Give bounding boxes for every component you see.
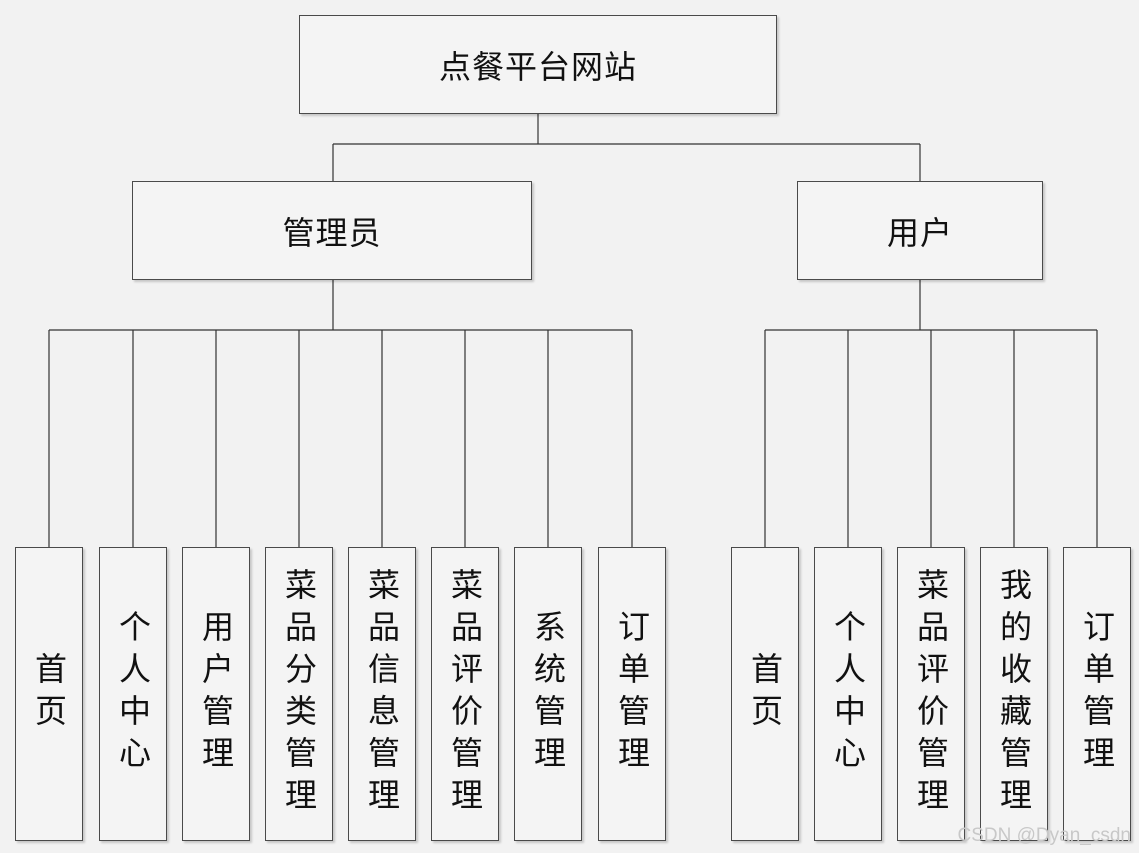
role-node-user-label: 用户 bbox=[886, 213, 953, 252]
admin-module-label: 首页 bbox=[30, 652, 68, 736]
admin-module-label: 菜品分类管理 bbox=[280, 568, 318, 820]
user-module-label: 我的收藏管理 bbox=[995, 568, 1033, 820]
user-module-node: 菜品评价管理 bbox=[897, 547, 965, 841]
admin-module-node: 个人中心 bbox=[99, 547, 167, 841]
root-node-label: 点餐平台网站 bbox=[438, 47, 637, 86]
root-node: 点餐平台网站 bbox=[299, 15, 777, 114]
admin-module-label: 系统管理 bbox=[529, 610, 567, 778]
role-node-admin-label: 管理员 bbox=[282, 213, 382, 252]
admin-module-label: 个人中心 bbox=[114, 610, 152, 778]
admin-module-node: 用户管理 bbox=[182, 547, 250, 841]
user-module-node: 订单管理 bbox=[1063, 547, 1131, 841]
admin-module-label: 用户管理 bbox=[197, 610, 235, 778]
user-module-label: 首页 bbox=[746, 652, 784, 736]
role-node-admin: 管理员 bbox=[132, 181, 532, 280]
admin-module-label: 菜品信息管理 bbox=[363, 568, 401, 820]
user-module-node: 个人中心 bbox=[814, 547, 882, 841]
admin-module-node: 系统管理 bbox=[514, 547, 582, 841]
user-module-label: 个人中心 bbox=[829, 610, 867, 778]
admin-module-node: 首页 bbox=[15, 547, 83, 841]
admin-module-node: 菜品信息管理 bbox=[348, 547, 416, 841]
role-node-user: 用户 bbox=[797, 181, 1043, 280]
user-module-node: 首页 bbox=[731, 547, 799, 841]
admin-module-node: 菜品评价管理 bbox=[431, 547, 499, 841]
user-module-label: 订单管理 bbox=[1078, 610, 1116, 778]
admin-module-label: 菜品评价管理 bbox=[446, 568, 484, 820]
admin-module-label: 订单管理 bbox=[613, 610, 651, 778]
watermark-text: CSDN @Dyan_csdn bbox=[957, 825, 1131, 846]
admin-module-node: 菜品分类管理 bbox=[265, 547, 333, 841]
user-module-label: 菜品评价管理 bbox=[912, 568, 950, 820]
user-module-node: 我的收藏管理 bbox=[980, 547, 1048, 841]
admin-module-node: 订单管理 bbox=[598, 547, 666, 841]
